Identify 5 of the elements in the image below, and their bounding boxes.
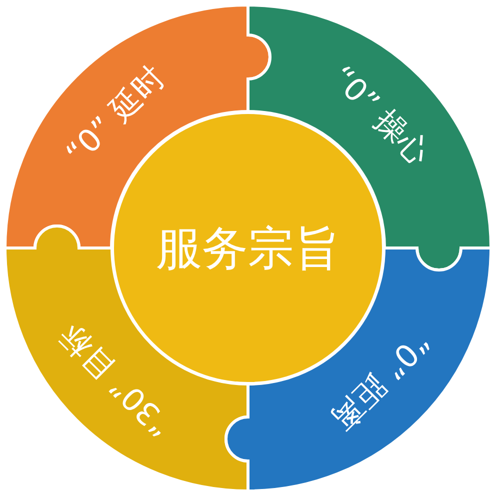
segment-label: “0” 距离 bbox=[324, 324, 434, 434]
center-title: 服务宗旨 bbox=[156, 225, 340, 271]
segment-label: “30” 目标 bbox=[54, 318, 178, 442]
segment-label: “0” 延时 bbox=[62, 62, 172, 172]
segment-label: “0” 操心 bbox=[324, 62, 434, 172]
